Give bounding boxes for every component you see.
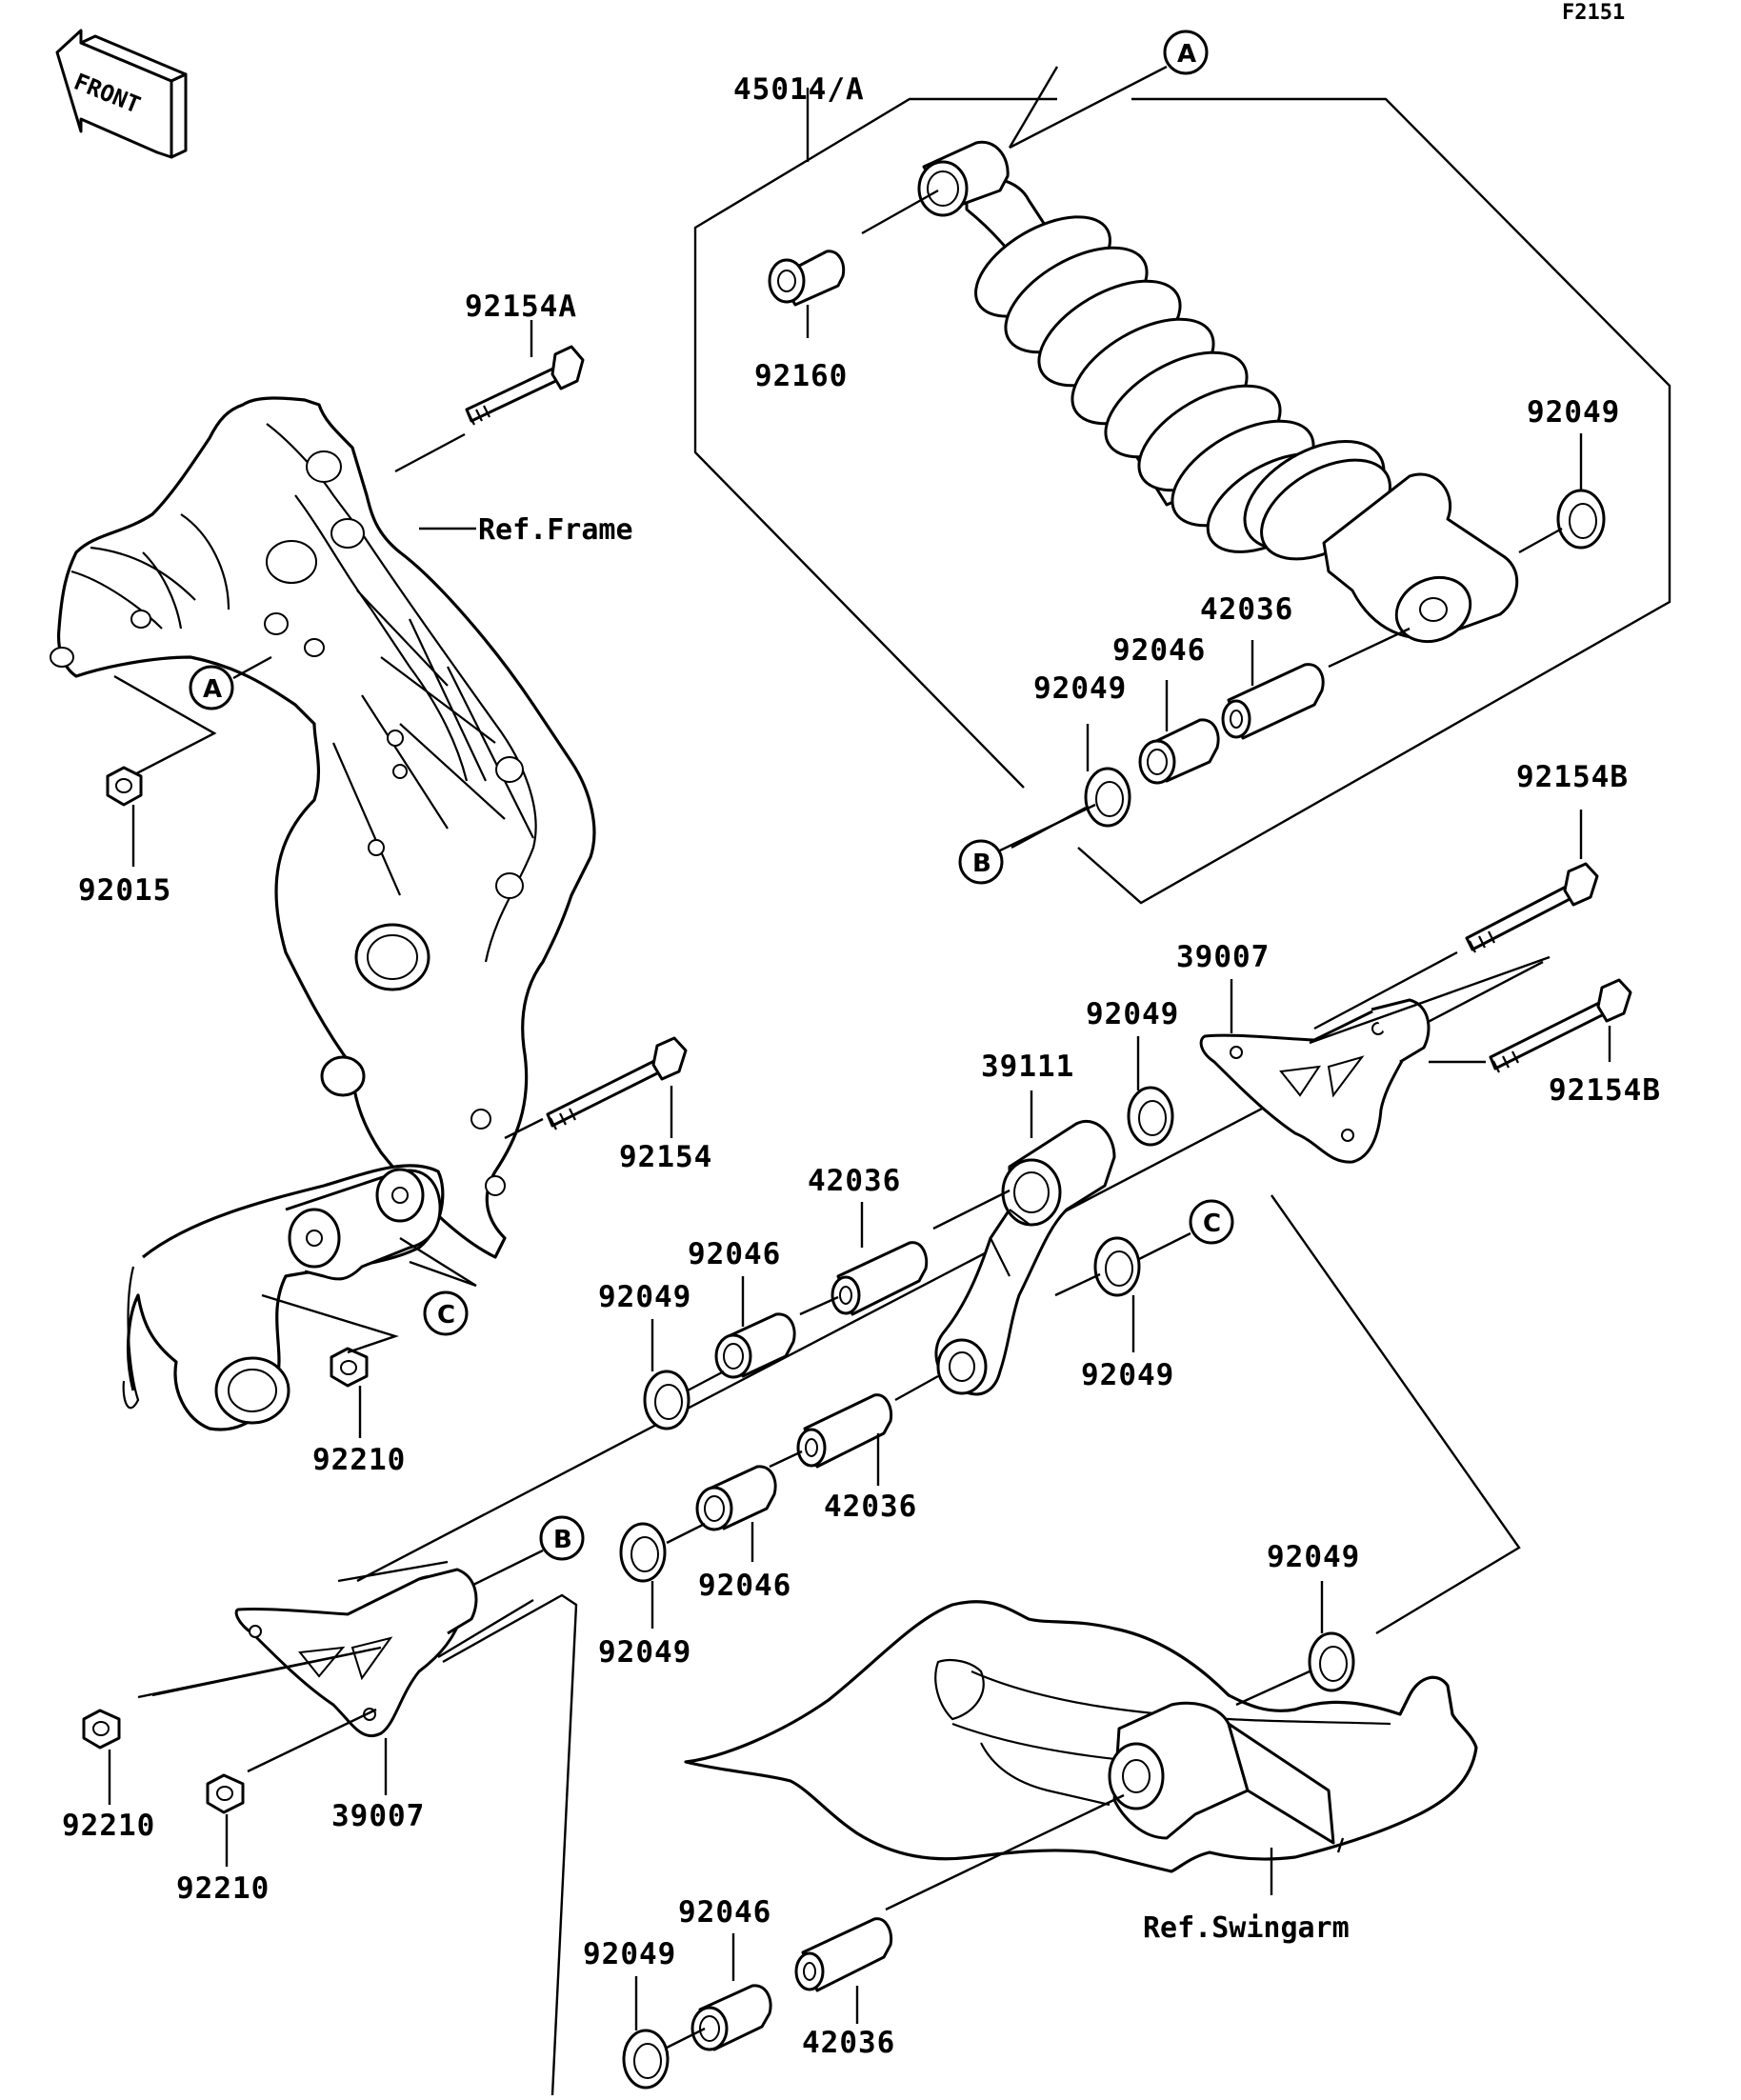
callout-c-frame: C: [423, 1290, 469, 1336]
nut-92210-frame: [330, 1347, 369, 1388]
swingarm-drawing: [684, 1600, 1478, 1873]
nut-92210-lower-left: [82, 1709, 121, 1750]
ref-frame-label: Ref.Frame: [478, 513, 633, 547]
oil-seal-rocker-right: [1093, 1236, 1141, 1297]
bearing-upper: [1138, 718, 1220, 785]
ref-swingarm-label: Ref.Swingarm: [1143, 1911, 1350, 1945]
rod-tie-39007-upper: [1199, 998, 1431, 1164]
oil-seal-upper-right: [1556, 489, 1606, 550]
nut-92015: [106, 766, 143, 807]
callout-a-top: A: [1163, 30, 1209, 75]
label-92049-shock-left: 92049: [1033, 671, 1127, 706]
label-92049-swingarm: 92049: [1267, 1540, 1360, 1574]
label-92015: 92015: [78, 873, 171, 908]
figure-code: F2151: [1562, 1, 1625, 25]
callout-a-frame: A: [189, 665, 234, 710]
oil-seal-upper-left: [1084, 767, 1131, 828]
label-92154: 92154: [619, 1140, 712, 1174]
sleeve-bottom: [794, 1917, 893, 1992]
oil-seal-swingarm: [1308, 1631, 1355, 1692]
svg-text:C: C: [437, 1301, 455, 1330]
bolt-92154A: [465, 345, 585, 426]
rod-tie-39007-lower: [234, 1568, 478, 1738]
label-92154B-upper: 92154B: [1516, 760, 1629, 794]
label-92154A: 92154A: [465, 290, 577, 324]
label-92210-frame: 92210: [312, 1443, 406, 1477]
oil-seal-lower-middle: [619, 1522, 667, 1583]
oil-seal-rocker-upper: [1127, 1086, 1174, 1147]
label-92210-lower-right: 92210: [176, 1871, 270, 1906]
bolt-92154B-lower: [1489, 978, 1632, 1073]
label-45014A: 45014/A: [733, 72, 865, 107]
bearing-middle: [714, 1312, 796, 1379]
bolt-92154B-upper: [1465, 862, 1599, 953]
front-arrow-icon: FRONT: [55, 29, 188, 159]
nut-92210-lower-right: [206, 1773, 245, 1814]
svg-text:A: A: [1177, 40, 1196, 69]
label-42036-shock: 42036: [1200, 592, 1293, 627]
sleeve-lower-middle: [796, 1393, 893, 1469]
svg-text:B: B: [553, 1526, 572, 1554]
callout-c-right: C: [1189, 1199, 1234, 1245]
rocker-arm-39111: [934, 1120, 1116, 1396]
label-92049-middle: 92049: [598, 1280, 691, 1314]
bearing-bottom: [690, 1984, 772, 2051]
sleeve-upper: [1221, 663, 1325, 740]
label-39111: 39111: [981, 1050, 1074, 1084]
bearing-lower-middle: [695, 1465, 777, 1531]
label-42036-lower-middle: 42036: [824, 1490, 917, 1524]
oil-seal-middle: [643, 1370, 690, 1430]
label-92160: 92160: [754, 359, 848, 393]
frame-drawing: Ref.Frame: [50, 396, 633, 1431]
label-92049-right: 92049: [1081, 1358, 1174, 1392]
sleeve-middle: [830, 1241, 929, 1316]
callout-b-shock: B: [958, 839, 1004, 885]
svg-text:C: C: [1203, 1210, 1221, 1238]
label-92049-lower-middle: 92049: [598, 1635, 691, 1670]
label-92046-shock: 92046: [1112, 633, 1206, 668]
shock-absorber: [917, 140, 1519, 644]
label-42036-bottom: 42036: [802, 2026, 895, 2060]
label-92210-lower-left: 92210: [62, 1809, 155, 1843]
label-92049-shock-right: 92049: [1527, 395, 1620, 430]
bolt-92154: [546, 1036, 688, 1130]
label-39007-upper: 39007: [1176, 940, 1270, 974]
label-39007-lower: 39007: [331, 1799, 425, 1833]
label-42036-middle: 42036: [808, 1164, 901, 1198]
shock-absorber-group: [693, 66, 1671, 905]
label-92049-bottom: 92049: [583, 1937, 676, 1971]
callout-b-lower: B: [539, 1515, 585, 1561]
label-92046-middle: 92046: [688, 1237, 781, 1271]
collar-92160: [768, 250, 846, 307]
svg-text:A: A: [203, 675, 222, 704]
svg-text:B: B: [972, 850, 991, 878]
oil-seal-bottom: [622, 2029, 670, 2090]
label-92046-bottom: 92046: [678, 1895, 771, 1930]
label-92154B-lower: 92154B: [1549, 1073, 1661, 1108]
label-92046-lower-middle: 92046: [698, 1569, 791, 1603]
label-92049-upper-rocker: 92049: [1086, 997, 1179, 1031]
